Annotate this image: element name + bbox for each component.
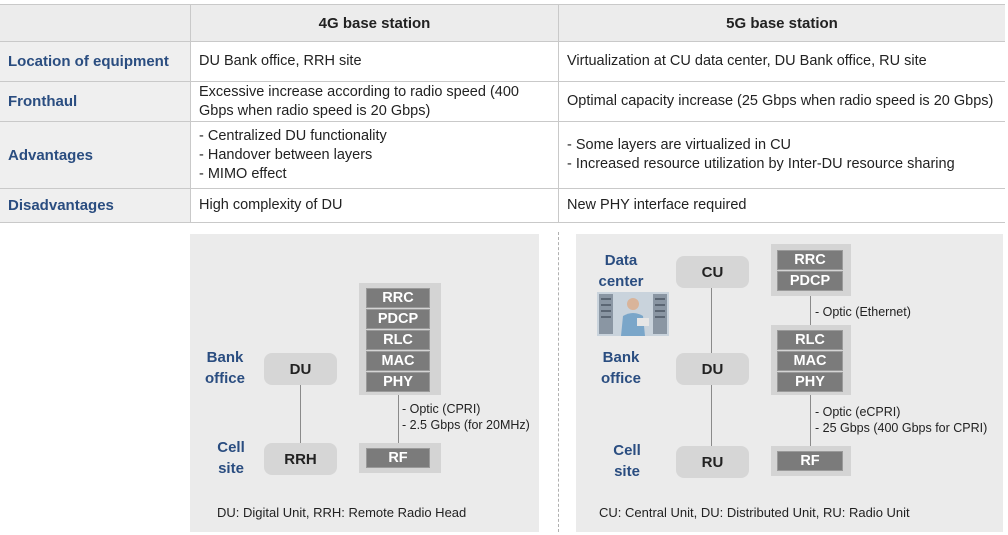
midhaul-note: - Optic (Ethernet) <box>815 304 911 320</box>
rrh-node: RRH <box>264 443 337 475</box>
cell-line: - Centralized DU functionality <box>199 127 387 144</box>
label-line: site <box>218 460 244 477</box>
ru-node: RU <box>676 446 749 478</box>
cell-line: - Handover between layers <box>199 146 373 163</box>
fronthaul-link-5g <box>810 395 811 447</box>
layer-rf-5g: RF <box>777 451 843 471</box>
cu-node: CU <box>676 256 749 288</box>
layer-mac: MAC <box>366 351 430 371</box>
du-node-5g: DU <box>676 353 749 385</box>
table-header-row: 4G base station 5G base station <box>0 4 1005 42</box>
cell-4g: - Centralized DU functionality - Handove… <box>190 122 558 188</box>
cell-site-label: Cell site <box>202 437 260 479</box>
note-line: - Optic (Ethernet) <box>815 305 911 319</box>
cell-line: Optimal capacity increase (25 Gbps when … <box>567 93 994 109</box>
header-5g: 5G base station <box>558 5 1005 41</box>
note-line: - Optic (CPRI) <box>402 402 481 416</box>
bank-office-label-5g: Bank office <box>592 347 650 389</box>
note-line: - 2.5 Gbps (for 20MHz) <box>402 418 530 432</box>
comparison-table: 4G base station 5G base station Location… <box>0 4 1005 223</box>
layer-rrc: RRC <box>366 288 430 308</box>
row-label: Advantages <box>0 122 190 188</box>
label-line: Cell <box>613 442 641 459</box>
note-line: - Optic (eCPRI) <box>815 405 901 419</box>
header-corner <box>0 5 190 41</box>
cell-line: Excessive increase according to radio sp… <box>199 83 519 100</box>
cell-line: - Some layers are virtualized in CU <box>567 137 792 153</box>
table-row: Advantages - Centralized DU functionalit… <box>0 122 1005 189</box>
cell-line: - Increased resource utilization by Inte… <box>567 156 955 172</box>
cell-site-label-5g: Cell site <box>598 440 656 482</box>
cell-5g: - Some layers are virtualized in CU - In… <box>558 122 1005 188</box>
cell-line: New PHY interface required <box>567 197 747 213</box>
fronthaul-note-5g: - Optic (eCPRI) - 25 Gbps (400 Gbps for … <box>815 404 987 436</box>
table-row: Disadvantages High complexity of DU New … <box>0 189 1005 223</box>
legend-4g: DU: Digital Unit, RRH: Remote Radio Head <box>217 505 467 520</box>
cell-line: - MIMO effect <box>199 165 287 182</box>
fronthaul-link-4g <box>398 395 399 444</box>
row-label: Disadvantages <box>0 189 190 222</box>
cell-line: DU Bank office, RRH site <box>199 53 362 69</box>
table-row: Fronthaul Excessive increase according t… <box>0 82 1005 122</box>
row-label: Fronthaul <box>0 82 190 121</box>
cell-line: Gbps when radio speed is 20 Gbps) <box>199 102 431 119</box>
cell-5g: Optimal capacity increase (25 Gbps when … <box>558 82 1005 121</box>
du-rrh-link <box>300 384 301 444</box>
layer-mac-5g: MAC <box>777 351 843 371</box>
layer-pdcp-5g: PDCP <box>777 271 843 291</box>
cell-4g: High complexity of DU <box>190 189 558 222</box>
label-line: office <box>600 370 641 387</box>
cell-line: High complexity of DU <box>199 197 343 213</box>
label-line: Bank <box>206 349 244 366</box>
cell-line: Virtualization at CU data center, DU Ban… <box>567 53 927 69</box>
du-node: DU <box>264 353 337 385</box>
header-4g: 4G base station <box>190 5 558 41</box>
label-line: office <box>204 370 245 387</box>
data-center-label: Data center <box>592 250 650 292</box>
layer-rf: RF <box>366 448 430 468</box>
diagram-divider <box>558 232 559 532</box>
layer-phy-5g: PHY <box>777 372 843 392</box>
bank-office-label: Bank office <box>196 347 254 389</box>
label-line: Data <box>604 252 638 269</box>
legend-5g: CU: Central Unit, DU: Distributed Unit, … <box>599 505 910 520</box>
cell-4g: DU Bank office, RRH site <box>190 42 558 81</box>
midhaul-link <box>810 296 811 326</box>
note-line: - 25 Gbps (400 Gbps for CPRI) <box>815 421 988 435</box>
cell-5g: Virtualization at CU data center, DU Ban… <box>558 42 1005 81</box>
layer-rlc-5g: RLC <box>777 330 843 350</box>
label-line: Bank <box>602 349 640 366</box>
layer-phy: PHY <box>366 372 430 392</box>
layer-rrc-5g: RRC <box>777 250 843 270</box>
layer-rlc: RLC <box>366 330 430 350</box>
row-label: Location of equipment <box>0 42 190 81</box>
layer-pdcp: PDCP <box>366 309 430 329</box>
label-line: site <box>614 463 640 480</box>
label-line: Cell <box>217 439 245 456</box>
fronthaul-note-4g: - Optic (CPRI) - 2.5 Gbps (for 20MHz) <box>402 401 530 433</box>
cell-4g: Excessive increase according to radio sp… <box>190 82 558 121</box>
table-row: Location of equipment DU Bank office, RR… <box>0 42 1005 82</box>
label-line: center <box>598 273 644 290</box>
cell-5g: New PHY interface required <box>558 189 1005 222</box>
person-at-server-photo <box>597 292 669 336</box>
